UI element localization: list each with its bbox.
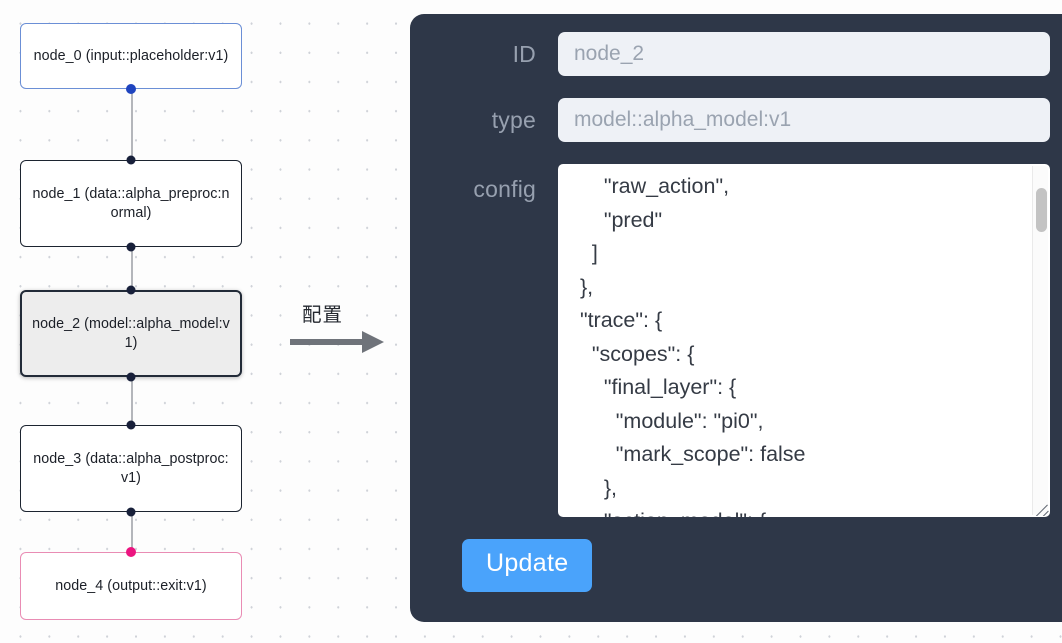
id-input[interactable] (558, 32, 1050, 76)
id-label: ID (512, 40, 536, 67)
panel-button-row: Update (440, 539, 1050, 592)
flow-node-node_1[interactable]: node_1 (data::alpha_preproc:normal) (20, 160, 242, 247)
config-label: config (473, 176, 536, 202)
flow-graph-pane[interactable]: node_0 (input::placeholder:v1) node_1 (d… (0, 0, 400, 643)
handle-target-node_4[interactable] (126, 547, 136, 557)
annotation-arrow-group: 配置 (288, 298, 398, 360)
edge-node0-node1 (131, 88, 133, 160)
flow-node-label: node_4 (output::exit:v1) (55, 577, 207, 594)
handle-source-node_2[interactable] (126, 372, 136, 382)
flow-node-node_4[interactable]: node_4 (output::exit:v1) (20, 552, 242, 620)
field-row-id: ID (440, 32, 1050, 76)
field-row-config: config "raw_action", "pred" ] }, "trace"… (440, 164, 1050, 517)
config-textarea-wrap: "raw_action", "pred" ] }, "trace": { "sc… (558, 164, 1050, 517)
flow-node-node_0[interactable]: node_0 (input::placeholder:v1) (20, 23, 242, 89)
config-textarea-scroll-thumb[interactable] (1035, 188, 1047, 232)
flow-node-label: node_1 (data::alpha_preproc:normal) (32, 185, 230, 221)
flow-node-node_2[interactable]: node_2 (model::alpha_model:v1) (20, 290, 242, 377)
edge-node2-node3 (131, 377, 133, 450)
arrow-icon (290, 331, 384, 353)
update-button[interactable]: Update (462, 539, 593, 592)
flow-node-label: node_2 (model::alpha_model:v1) (32, 315, 230, 351)
resize-handle-icon[interactable] (1031, 498, 1049, 516)
edge-node1-node2 (131, 247, 133, 320)
handle-source-node_0[interactable] (126, 84, 136, 94)
flow-node-label: node_3 (data::alpha_postproc:v1) (33, 450, 229, 486)
node-config-panel: ID type config "raw_action", "pred" ] },… (410, 14, 1062, 622)
arrow-label: 配置 (302, 303, 344, 326)
handle-target-node_3[interactable] (126, 420, 136, 430)
config-textarea-scrollbar[interactable] (1032, 166, 1048, 515)
config-textarea[interactable]: "raw_action", "pred" ] }, "trace": { "sc… (558, 164, 1050, 517)
handle-source-node_3[interactable] (126, 507, 136, 517)
handle-target-node_2[interactable] (126, 285, 136, 295)
handle-source-node_1[interactable] (126, 242, 136, 252)
type-input[interactable] (558, 98, 1050, 142)
field-row-type: type (440, 98, 1050, 142)
flow-node-node_3[interactable]: node_3 (data::alpha_postproc:v1) (20, 425, 242, 512)
handle-target-node_1[interactable] (126, 155, 136, 165)
type-label: type (491, 106, 536, 133)
flow-node-label: node_0 (input::placeholder:v1) (33, 47, 229, 64)
